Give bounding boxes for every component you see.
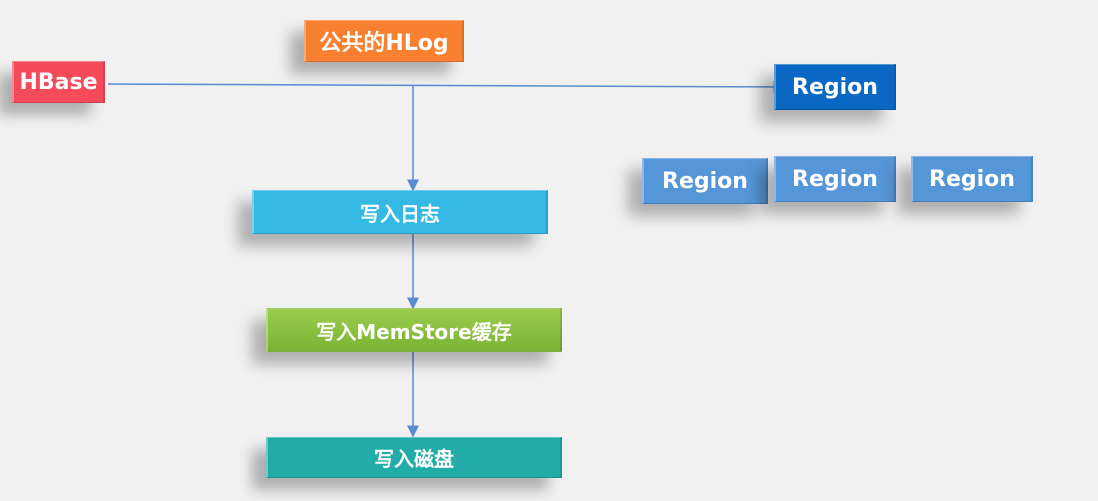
write-disk-label: 写入磁盘 <box>374 447 454 471</box>
write-log-node: 写入日志 <box>252 190 548 234</box>
hbase-node: HBase <box>12 61 105 103</box>
write-memstore-node: 写入MemStore缓存 <box>266 308 562 352</box>
hlog-label: 公共的HLog <box>319 31 449 56</box>
region-main-node: Region <box>774 64 896 110</box>
hbase-to-region-arrow <box>107 80 786 93</box>
region-node-2: Region <box>774 156 896 202</box>
region-label: Region <box>792 166 878 192</box>
region-label: Region <box>929 166 1015 192</box>
hbase-label: HBase <box>19 69 98 95</box>
hlog-node: 公共的HLog <box>304 20 464 62</box>
region-node-1: Region <box>642 158 768 204</box>
write-memstore-label: 写入MemStore缓存 <box>316 319 512 344</box>
write-log-label: 写入日志 <box>360 201 440 226</box>
write-disk-node: 写入磁盘 <box>266 437 562 478</box>
region-main-label: Region <box>792 74 878 100</box>
region-node-3: Region <box>911 156 1033 202</box>
region-label: Region <box>662 168 748 194</box>
